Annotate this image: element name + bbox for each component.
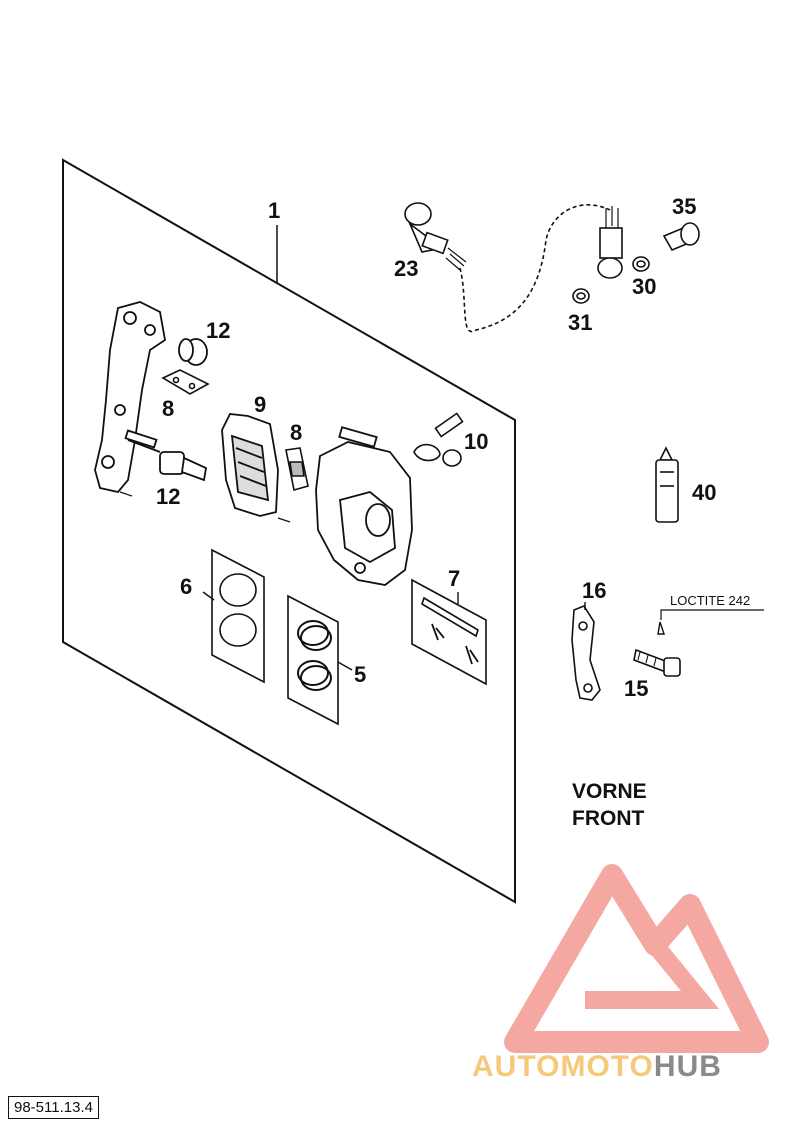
callout-12-lower: 12 [156, 484, 181, 509]
callout-10: 10 [464, 429, 489, 454]
callout-9: 9 [254, 392, 267, 417]
callout-12-upper: 12 [206, 318, 231, 343]
loctite-label: LOCTITE 242 [670, 593, 751, 608]
watermark-logo [504, 864, 769, 1053]
callout-31: 31 [568, 310, 593, 335]
pad-spring-part-8-lower [285, 447, 309, 492]
banjo-bolt-part-35 [662, 222, 700, 252]
washer-part-30 [632, 256, 650, 272]
watermark-text-b: HUB [653, 1050, 722, 1083]
callout-8-lower: 8 [290, 420, 303, 445]
watermark-text: AUTOMOTOHUB [472, 1050, 722, 1084]
callout-35: 35 [672, 194, 697, 219]
leader-5 [337, 661, 353, 671]
watermark-text-a: AUTOMOTO [472, 1050, 654, 1083]
callout-30: 30 [632, 274, 657, 299]
brake-pad-part-9 [221, 413, 279, 517]
drawing-number: 98-511.13.4 [8, 1096, 99, 1119]
callout-8-upper: 8 [162, 396, 175, 421]
pistons-panel-part-6 [211, 548, 265, 684]
pistons-part-6 [219, 573, 257, 647]
callout-15: 15 [624, 676, 649, 701]
front-text: FRONT [572, 807, 645, 831]
seals-panel-part-5 [287, 594, 339, 726]
callout-40: 40 [692, 480, 717, 505]
bushing-part-12-upper [178, 338, 208, 366]
loctite-leader [660, 609, 764, 620]
bleeder-part-10 [413, 412, 464, 467]
orientation-label: VORNE FRONT [572, 778, 647, 833]
leader-6 [202, 591, 215, 601]
caliper-kit-panel [62, 158, 516, 904]
callout-7: 7 [448, 566, 461, 591]
hose-fitting-part-23 [404, 202, 467, 271]
washer-part-31 [572, 288, 590, 304]
pad-dash [277, 517, 291, 523]
callout-23: 23 [394, 256, 419, 281]
bracket-dash [119, 491, 133, 497]
caliper-bracket [94, 301, 166, 493]
tube-part-40 [655, 446, 679, 523]
callout-5: 5 [354, 662, 367, 687]
brake-hose [459, 204, 611, 333]
spring-clip-part-8-upper [161, 369, 210, 395]
seals-part-5 [297, 620, 332, 691]
pin-part-7 [421, 596, 479, 665]
bolt-part-12-lower [159, 451, 208, 482]
callout-1: 1 [268, 198, 281, 223]
plate-part-16 [571, 605, 601, 701]
loctite-drop [657, 621, 665, 635]
caliper-body [315, 426, 413, 586]
bolt-part-15 [633, 648, 681, 677]
hose-fitting-upper [597, 206, 623, 279]
callout-16: 16 [582, 578, 607, 603]
callout-6: 6 [180, 574, 193, 599]
pin-kit-panel-part-7 [411, 578, 487, 686]
vorne-text: VORNE [572, 780, 647, 803]
